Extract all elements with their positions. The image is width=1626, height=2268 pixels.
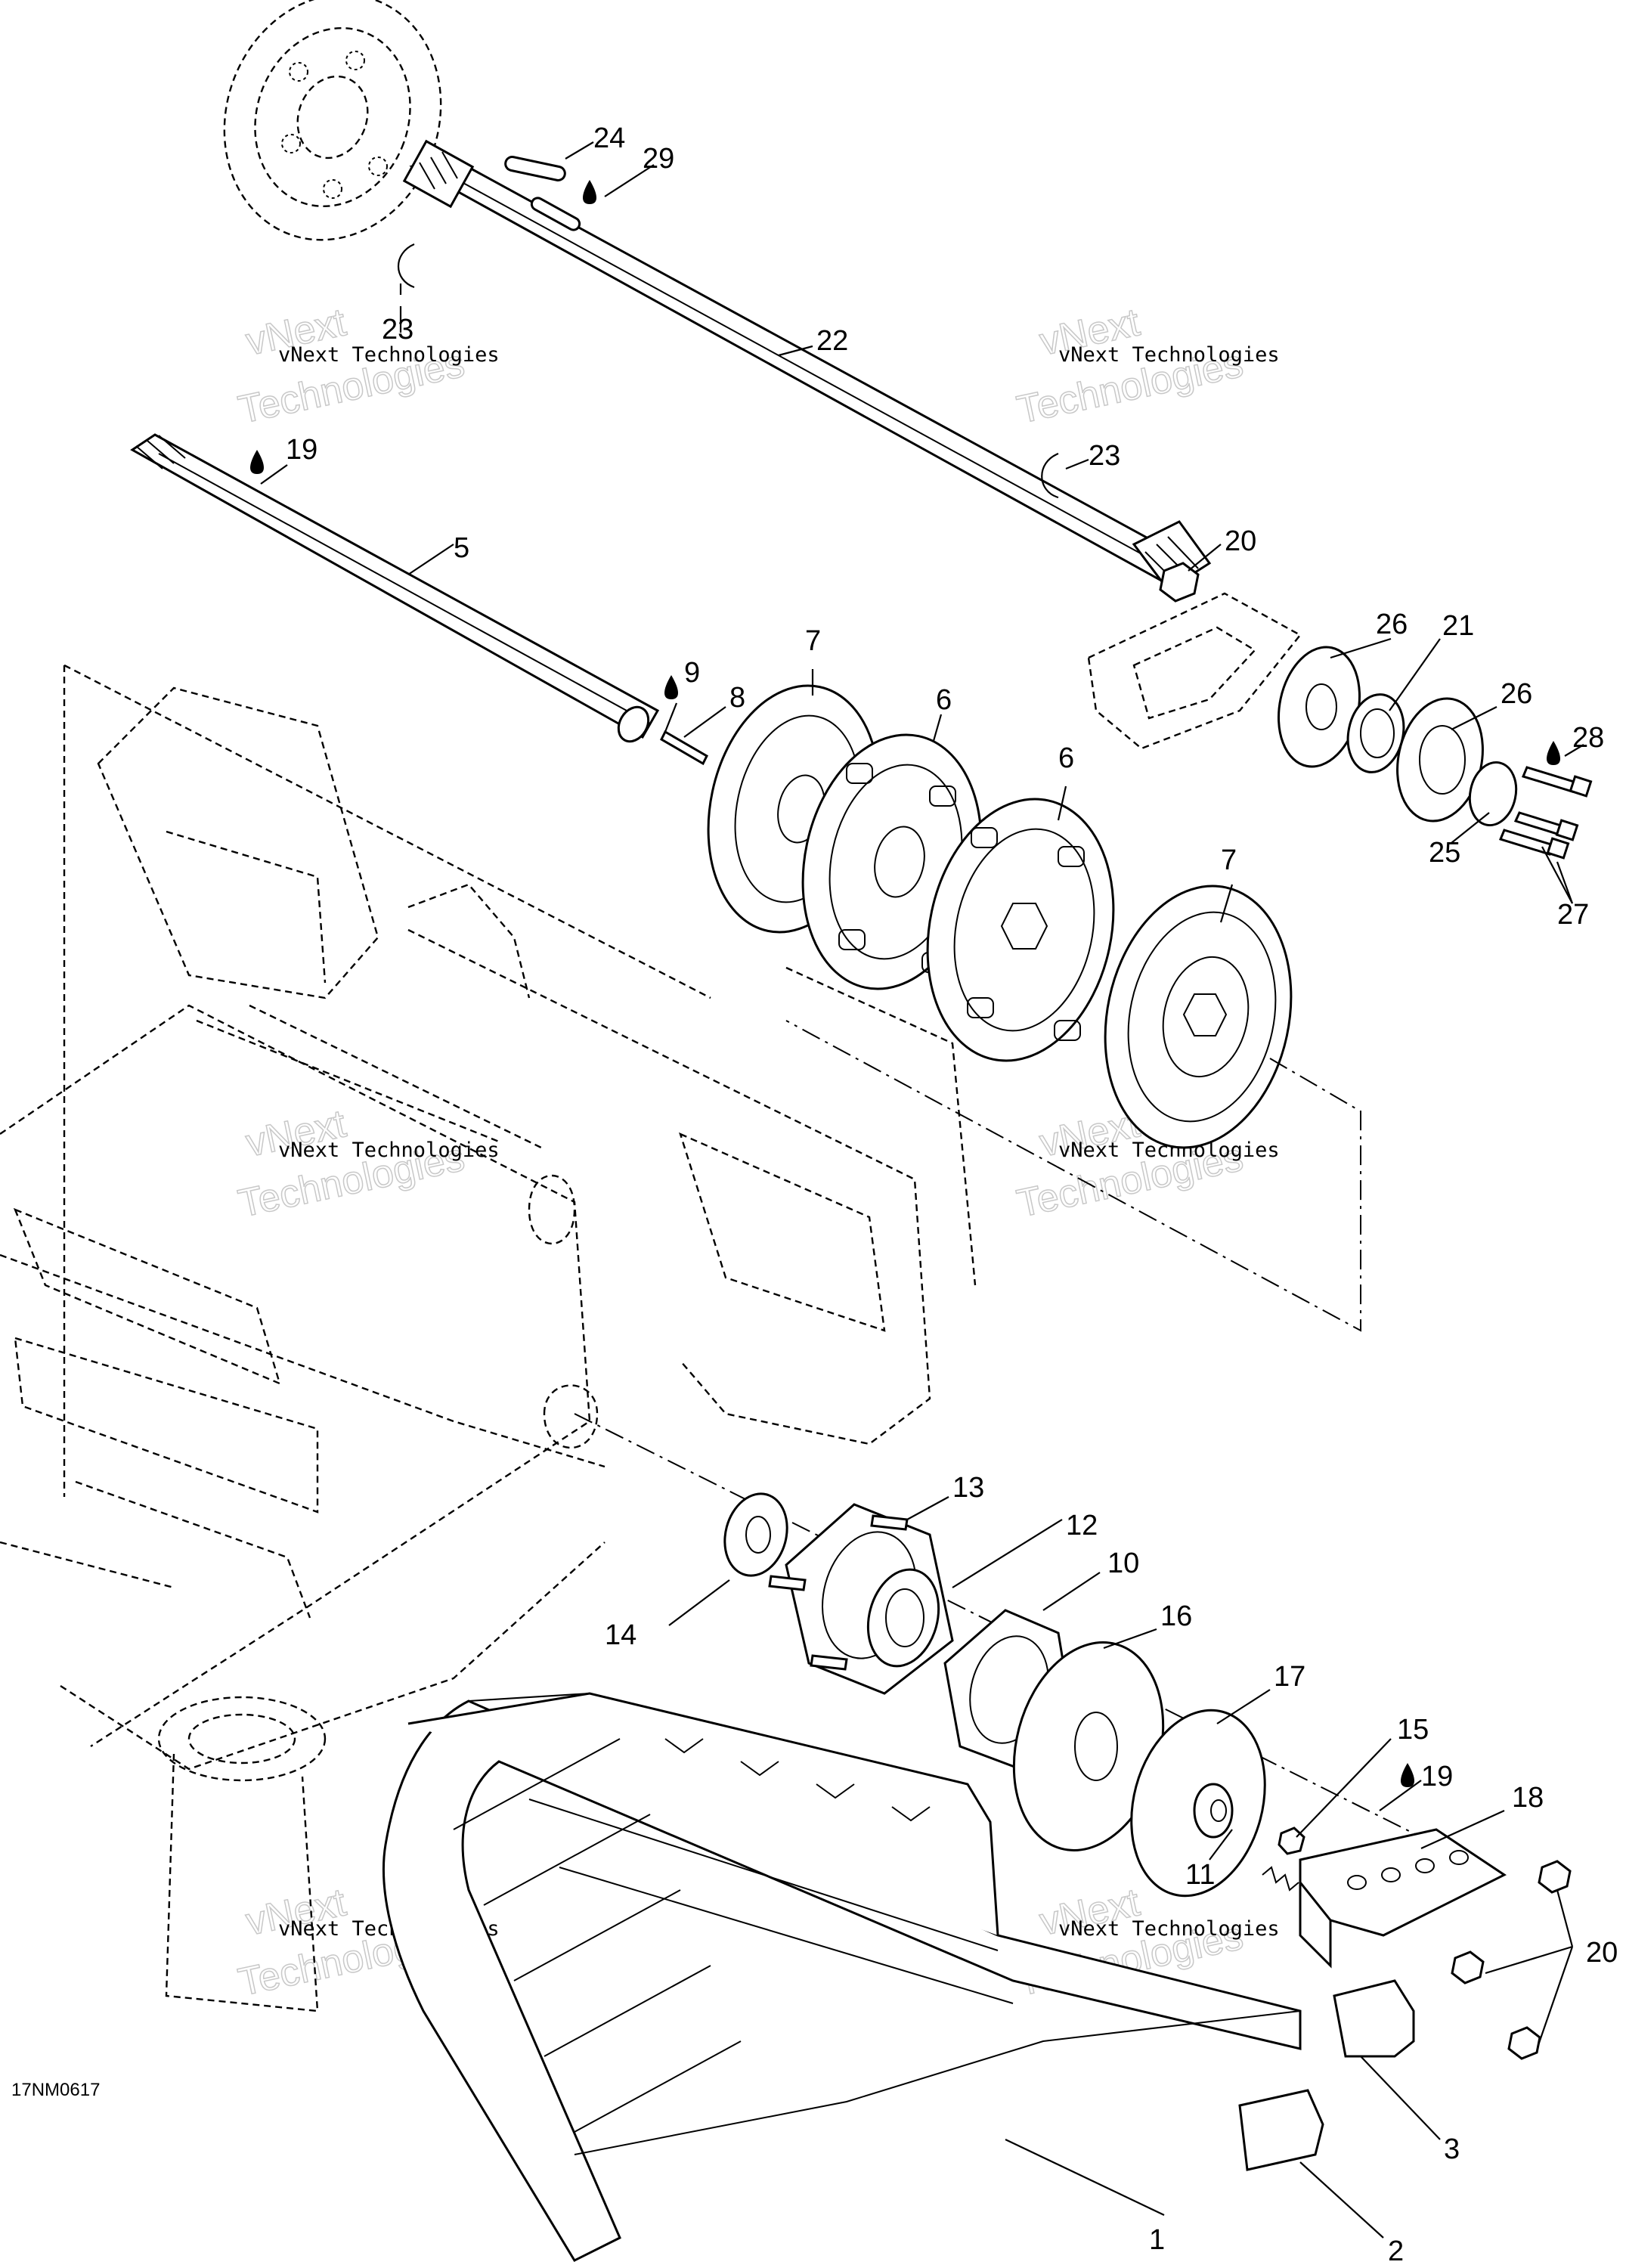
oil-drop-icon	[250, 450, 264, 474]
ball-bearing-lower	[866, 1568, 940, 1668]
hex-nut-b	[1451, 1950, 1485, 1984]
callout-27: 27	[1557, 899, 1589, 931]
circlip-right	[1041, 452, 1059, 499]
callout-29: 29	[643, 143, 674, 175]
oil-drop-icon	[1401, 1763, 1414, 1787]
hex-nut-c	[1507, 2026, 1541, 2060]
callout-23a: 23	[382, 314, 413, 345]
callout-24: 24	[593, 122, 625, 154]
svg-text:vNext Technologies: vNext Technologies	[278, 1139, 500, 1162]
shaft-key	[504, 156, 566, 181]
grease-fitting	[1278, 1826, 1305, 1855]
callout-20a: 20	[1225, 525, 1256, 557]
callout-11: 11	[1185, 1859, 1215, 1891]
adjuster-bracket	[1299, 1828, 1507, 1969]
callout-25: 25	[1429, 837, 1460, 869]
sprocket-inner-right	[926, 798, 1115, 1062]
callout-7a: 7	[805, 625, 821, 657]
sprocket-outer-right	[1104, 885, 1293, 1149]
callout-14: 14	[605, 1619, 636, 1651]
callout-17: 17	[1274, 1661, 1305, 1693]
bearing-flange-plate	[1130, 1709, 1266, 1898]
shaft-pin	[660, 730, 708, 766]
watermark-top-left: vNext Technologies vNext Technologies	[234, 300, 500, 433]
frame-phantom	[0, 664, 977, 2012]
callout-12: 12	[1066, 1510, 1098, 1541]
oil-drop-icon	[664, 675, 678, 699]
slider-clip-2	[1238, 2089, 1324, 2171]
leader-lines	[260, 141, 1584, 2239]
callout-15: 15	[1397, 1714, 1429, 1746]
callout-2: 2	[1388, 2235, 1404, 2267]
hex-nut-top	[1159, 562, 1200, 603]
watermark-top-right: vNext Technologies vNext Technologies	[1013, 300, 1280, 433]
bolts-right	[1498, 766, 1593, 860]
callout-23b: 23	[1089, 440, 1120, 472]
callout-3: 3	[1444, 2133, 1460, 2165]
callout-22: 22	[816, 325, 848, 357]
callout-10: 10	[1107, 1548, 1139, 1579]
callout-21: 21	[1442, 610, 1474, 642]
svg-text:vNext Technologies: vNext Technologies	[1058, 343, 1280, 367]
sprocket-axis	[785, 1020, 1361, 1332]
oil-drop-icon	[583, 180, 596, 204]
callout-1: 1	[1149, 2224, 1165, 2256]
callout-labels: 1 2 3 5 6 6 7 7 8 9 10 11 12 13 14 15 16…	[286, 122, 1618, 2267]
driven-shaft	[130, 433, 660, 743]
watermark-middle-left: vNext Technologies vNext Technologies	[234, 1101, 500, 1227]
callout-7b: 7	[1221, 844, 1237, 876]
callout-26a: 26	[1376, 609, 1408, 640]
callout-16: 16	[1160, 1600, 1192, 1632]
callout-9: 9	[684, 657, 700, 689]
drive-shaft	[402, 139, 1212, 592]
callout-6b: 6	[1058, 742, 1074, 774]
hex-nut-a	[1538, 1860, 1572, 1894]
svg-text:vNext Technologies: vNext Technologies	[278, 343, 500, 367]
adjuster-spring	[1262, 1866, 1299, 1892]
bracket-phantom-right	[1087, 592, 1302, 750]
callout-20b: 20	[1586, 1937, 1618, 1969]
oil-drop-icon	[1547, 741, 1560, 765]
svg-text:vNext Technologies: vNext Technologies	[1058, 1917, 1280, 1941]
spacer-ring	[723, 1492, 788, 1577]
brake-disc-phantom	[223, 0, 442, 241]
callout-8: 8	[729, 682, 745, 714]
callout-19b: 19	[1421, 1761, 1453, 1792]
callout-19a: 19	[286, 434, 317, 466]
callout-18: 18	[1512, 1782, 1544, 1814]
seal-ring	[1468, 761, 1518, 827]
track-belt	[382, 1692, 1302, 2262]
callout-28: 28	[1572, 722, 1604, 754]
callout-6a: 6	[936, 684, 952, 716]
circlip-top	[397, 243, 415, 289]
callout-13: 13	[952, 1472, 984, 1504]
callout-5: 5	[454, 532, 469, 564]
slider-clip-3	[1333, 1979, 1415, 2058]
figure-code: 17NM0617	[11, 2080, 100, 2100]
callout-26b: 26	[1501, 678, 1532, 710]
